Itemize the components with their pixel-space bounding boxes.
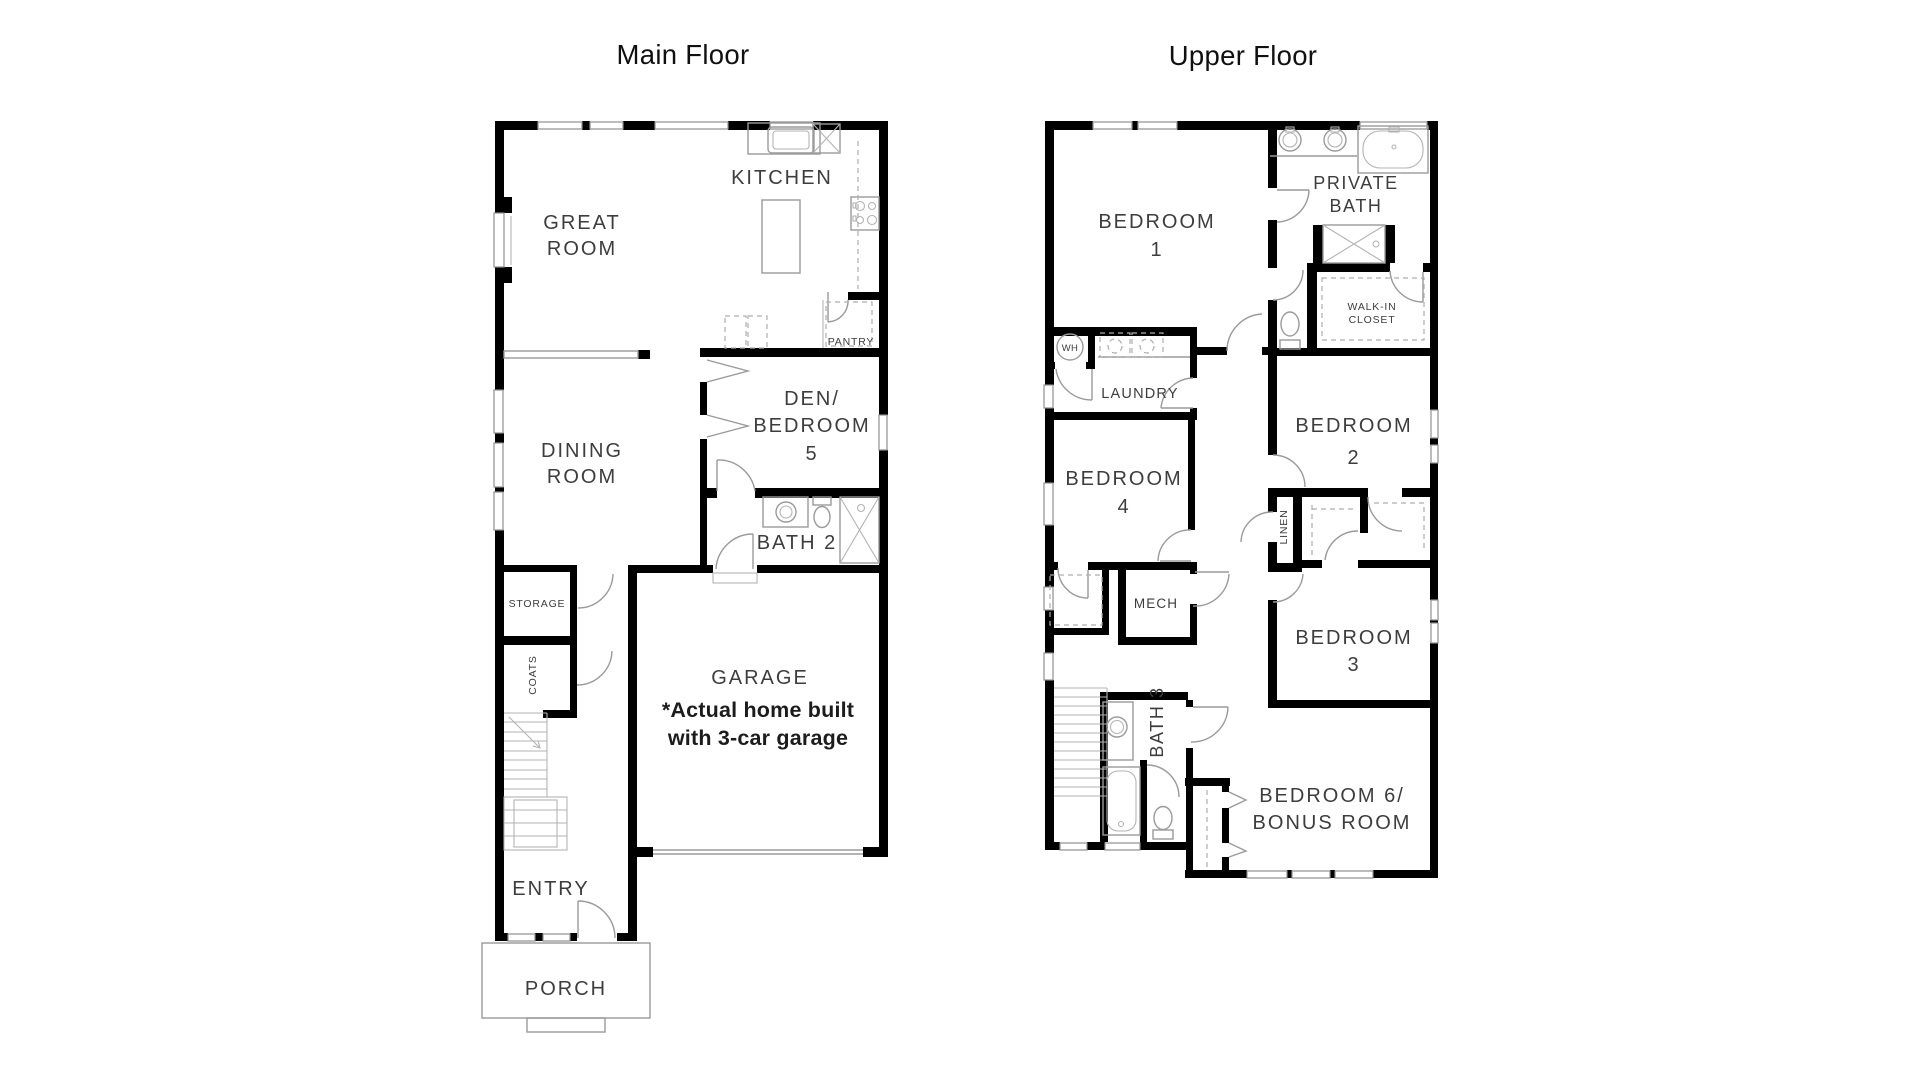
main-floor-doors (576, 292, 849, 939)
kitchen-island (761, 199, 801, 274)
bathtub-icon (1102, 766, 1141, 836)
garage-note: with 3-car garage (667, 726, 848, 750)
room-label-bedroom2: 2 (1347, 447, 1360, 469)
room-label-coats: COATS (527, 655, 539, 694)
main-floor-windows (493, 121, 888, 942)
room-label-pantry: PANTRY (828, 336, 874, 348)
bath2-sink-icon (775, 501, 797, 523)
room-label-bedroom3: BEDROOM (1295, 627, 1412, 649)
upper-floor-title: Upper Floor (1169, 40, 1318, 71)
upper-floor-labels: BEDROOM 1 PRIVATE BATH WALK-IN CLOSET WH… (1062, 173, 1412, 834)
stairs-icon (503, 712, 568, 851)
kitchen-fixtures (724, 122, 880, 349)
closet-bifold-icon (1228, 842, 1248, 858)
room-label-great-room: GREAT (543, 212, 620, 234)
room-label-bedroom6-bonus: BONUS ROOM (1253, 812, 1412, 834)
room-label-garage: GARAGE (711, 667, 809, 689)
room-label-bath3: BATH 3 (1147, 686, 1167, 757)
room-label-linen: LINEN (1278, 510, 1290, 545)
room-label-den-bedroom5: DEN/ (784, 388, 840, 410)
room-label-great-room: ROOM (547, 238, 617, 260)
bath3-vanity (1102, 701, 1134, 761)
room-label-bath2: BATH 2 (757, 532, 838, 554)
porch-step (526, 1017, 606, 1033)
upper-stairs-icon (1054, 687, 1108, 800)
room-label-mech: MECH (1134, 596, 1178, 611)
toilet-icon (1279, 311, 1301, 350)
bath-sink-icon (1278, 128, 1302, 152)
built-in-cabinet (747, 315, 768, 349)
upper-floor-plan: Upper Floor (1043, 40, 1439, 879)
kitchen-counter (747, 122, 821, 155)
main-floor-walls (495, 121, 888, 941)
room-label-porch: PORCH (525, 978, 607, 1000)
room-label-dining-room: DINING (541, 440, 623, 462)
pantry-shelves (825, 301, 873, 347)
room-label-bedroom1: BEDROOM (1098, 211, 1215, 233)
bathtub-icon (1357, 125, 1429, 174)
room-label-dining-room: ROOM (547, 466, 617, 488)
den-double-door-icon (706, 414, 751, 438)
room-label-private-bath: PRIVATE (1313, 173, 1399, 193)
room-label-bedroom4: BEDROOM (1065, 468, 1182, 490)
bath-sink-icon (1323, 128, 1347, 152)
room-label-bedroom6-bonus: BEDROOM 6/ (1259, 785, 1405, 807)
kitchen-sink-icon (767, 126, 815, 154)
garage-note: *Actual home built (662, 698, 854, 722)
bath3-fixtures (1102, 701, 1174, 840)
room-label-kitchen: KITCHEN (731, 167, 833, 189)
main-floor-labels: GREAT ROOM KITCHEN PANTRY DINING ROOM DE… (509, 167, 874, 1000)
half-wall (503, 350, 639, 359)
room-label-bedroom1: 1 (1150, 239, 1163, 261)
room-label-private-bath: BATH (1329, 196, 1382, 216)
room-label-walk-in-closet: WALK-IN (1348, 301, 1397, 313)
cooktop-icon (850, 196, 880, 231)
room-label-walk-in-closet: CLOSET (1349, 314, 1396, 326)
closet-shelving (1049, 502, 1425, 868)
room-label-wh: WH (1062, 343, 1078, 354)
shower-icon (1322, 224, 1386, 264)
shower-icon (839, 496, 880, 564)
bath2-fixtures (762, 496, 880, 564)
main-floor-title: Main Floor (617, 39, 750, 70)
porch (481, 942, 651, 1033)
garage-step (712, 572, 758, 584)
room-label-laundry: LAUNDRY (1101, 386, 1178, 402)
room-label-bedroom4: 4 (1117, 496, 1130, 518)
room-label-bedroom3: 3 (1347, 654, 1360, 676)
upper-floor-walls (1045, 121, 1438, 878)
room-label-storage: STORAGE (509, 598, 566, 610)
toilet-icon (812, 496, 832, 529)
room-label-bedroom2: BEDROOM (1295, 415, 1412, 437)
toilet-icon (1152, 805, 1174, 840)
den-double-door-icon (706, 359, 751, 383)
room-label-den-bedroom5: BEDROOM (753, 415, 870, 437)
closet-shelves (1321, 277, 1425, 341)
kitchen-window-box (812, 123, 841, 154)
built-in-cabinet (724, 315, 747, 349)
laundry-fixtures (1056, 332, 1190, 361)
private-bath-fixtures (1270, 125, 1429, 350)
upper-floor-doors (1055, 189, 1424, 858)
water-heater-icon (1056, 333, 1084, 361)
room-label-den-bedroom5: 5 (805, 443, 818, 465)
closet-bifold-icon (1228, 791, 1248, 809)
room-label-entry: ENTRY (512, 878, 589, 900)
main-floor-plan: Main Floor (481, 39, 888, 1033)
bath2-vanity (762, 496, 809, 528)
